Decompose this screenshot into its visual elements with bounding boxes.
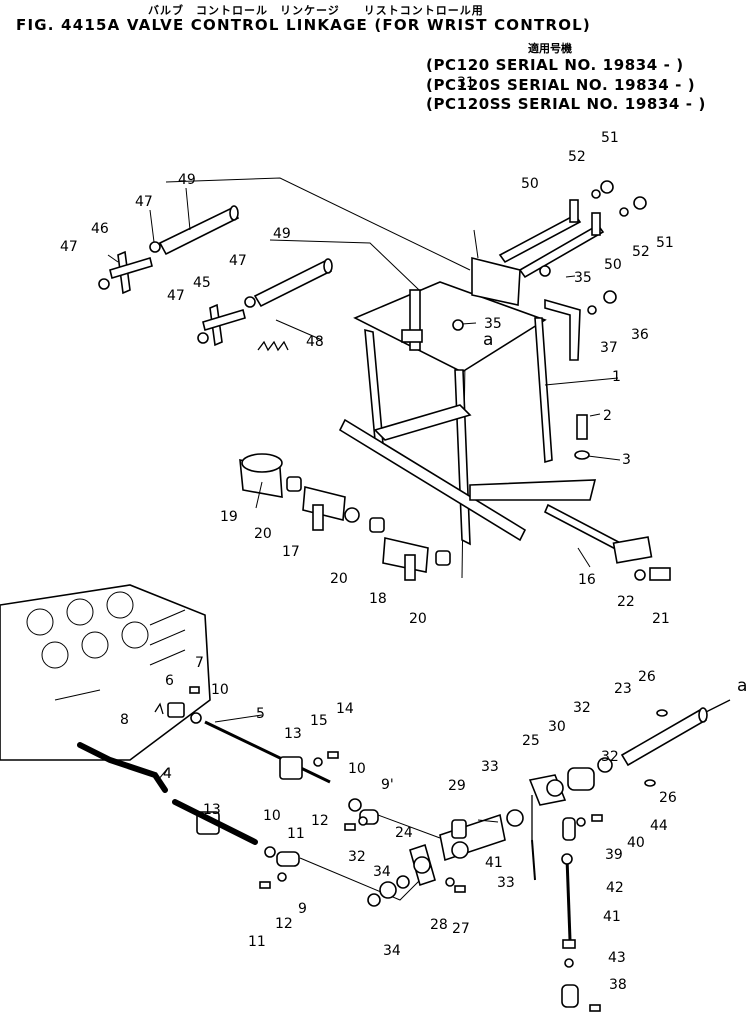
- callout-label: 9: [298, 901, 307, 917]
- callout-label: 29: [448, 778, 466, 794]
- callout-label: 52: [568, 149, 586, 165]
- figure-title: FIG. 4415A VALVE CONTROL LINKAGE (FOR WR…: [16, 16, 591, 34]
- callout-label: 13: [284, 726, 302, 742]
- callout-label: 46: [91, 221, 109, 237]
- callout-label: 6: [165, 673, 174, 689]
- callout-label: 39: [605, 847, 623, 863]
- japanese-title: バルブ コントロール リンケージ リストコントロール用: [148, 4, 484, 17]
- callout-label: 12: [275, 916, 293, 932]
- serial-line: (PC120S SERIAL NO. 19834 - ): [426, 76, 696, 94]
- callout-label: 22: [617, 594, 635, 610]
- callout-label: 47: [167, 288, 185, 304]
- callout-label: 10: [348, 761, 366, 777]
- callout-label: 33: [497, 875, 515, 891]
- callout-label: 41: [485, 855, 503, 871]
- callout-label: 47: [135, 194, 153, 210]
- callout-label: 5: [256, 706, 265, 722]
- applicable-models-label: 適用号機: [528, 42, 572, 55]
- callout-label: 20: [409, 611, 427, 627]
- callout-label: 43: [608, 950, 626, 966]
- callout-label: 14: [336, 701, 354, 717]
- callout-label: 32: [573, 700, 591, 716]
- callout-label: 16: [578, 572, 596, 588]
- callout-label: 47: [229, 253, 247, 269]
- callout-label: 23: [614, 681, 632, 697]
- callout-label: 32: [601, 749, 619, 765]
- reference-a: a: [483, 330, 493, 350]
- callout-label: 38: [609, 977, 627, 993]
- callout-label: 21: [652, 611, 670, 627]
- serial-line: (PC120 SERIAL NO. 19834 - ): [426, 56, 684, 74]
- callout-label: 32: [348, 849, 366, 865]
- callout-label: 18: [369, 591, 387, 607]
- callout-label: 13: [203, 802, 221, 818]
- callout-label: 35: [484, 316, 502, 332]
- callout-label: 20: [254, 526, 272, 542]
- callout-label: 36: [631, 327, 649, 343]
- callout-label: 40: [627, 835, 645, 851]
- callout-label: 9': [381, 777, 394, 793]
- callout-label: 44: [650, 818, 668, 834]
- callout-label: 27: [452, 921, 470, 937]
- callout-label: 49: [178, 172, 196, 188]
- callout-label: 8: [120, 712, 129, 728]
- callout-label: 52: [632, 244, 650, 260]
- callout-label: 2: [603, 408, 612, 424]
- callout-label: 25: [522, 733, 540, 749]
- callout-label: 11: [287, 826, 305, 842]
- callout-label: 37: [600, 340, 618, 356]
- callout-label: 50: [604, 257, 622, 273]
- callout-label: 10: [263, 808, 281, 824]
- callout-label: 4: [163, 766, 172, 782]
- callout-label: 49: [273, 226, 291, 242]
- callout-label: 34: [373, 864, 391, 880]
- callout-label: 42: [606, 880, 624, 896]
- reference-a: a: [737, 676, 747, 696]
- callout-label: 34: [383, 943, 401, 959]
- callout-label: 10: [211, 682, 229, 698]
- callout-label: 35: [574, 270, 592, 286]
- callout-label: 28: [430, 917, 448, 933]
- callout-label: 26: [638, 669, 656, 685]
- callout-label: 26: [659, 790, 677, 806]
- callout-label: 30: [548, 719, 566, 735]
- callout-label: 50: [521, 176, 539, 192]
- callout-label: 11: [248, 934, 266, 950]
- callout-label: 33: [481, 759, 499, 775]
- callout-label: 15: [310, 713, 328, 729]
- callout-label: 31: [457, 75, 475, 91]
- callout-label: 51: [601, 130, 619, 146]
- callout-label: 17: [282, 544, 300, 560]
- callout-label: 20: [330, 571, 348, 587]
- callout-label: 24: [395, 825, 413, 841]
- callout-label: 51: [656, 235, 674, 251]
- callout-label: 41: [603, 909, 621, 925]
- callout-label: 3: [622, 452, 631, 468]
- serial-line: (PC120SS SERIAL NO. 19834 - ): [426, 95, 706, 113]
- callout-label: 47: [60, 239, 78, 255]
- callout-label: 48: [306, 334, 324, 350]
- callout-label: 12: [311, 813, 329, 829]
- callout-label: 45: [193, 275, 211, 291]
- callout-label: 19: [220, 509, 238, 525]
- callout-label: 7: [195, 655, 204, 671]
- callout-label: 1: [612, 369, 621, 385]
